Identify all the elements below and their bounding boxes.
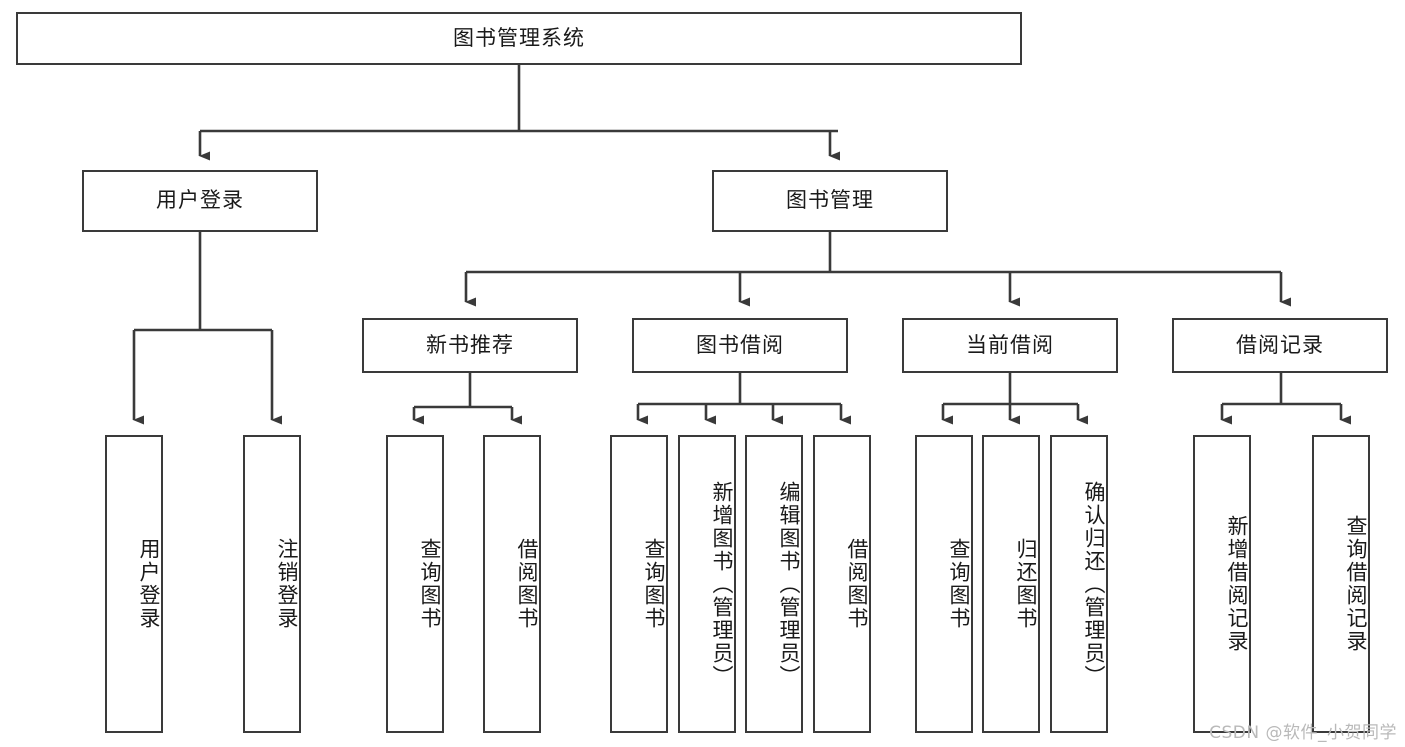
node-book-management[interactable]: 图书管理 xyxy=(712,170,948,232)
node-label: 查询图书 xyxy=(947,538,971,630)
node-label: 用户登录 xyxy=(137,538,161,630)
node-label: 借阅图书 xyxy=(515,538,539,630)
leaf-current-borrow-query-book[interactable]: 查询图书 xyxy=(915,435,973,733)
node-root-book-management-system[interactable]: 图书管理系统 xyxy=(16,12,1022,65)
node-label: 查询借阅记录 xyxy=(1344,515,1368,653)
node-new-book-recommend[interactable]: 新书推荐 xyxy=(362,318,578,373)
node-book-borrow[interactable]: 图书借阅 xyxy=(632,318,848,373)
csdn-watermark: CSDN @软件_小贺同学 xyxy=(1209,723,1397,743)
node-label: 用户登录 xyxy=(156,188,244,213)
node-label: 新增借阅记录 xyxy=(1225,515,1249,653)
node-label: 图书管理系统 xyxy=(453,25,585,50)
node-label: 查询图书 xyxy=(642,538,666,630)
node-current-borrow[interactable]: 当前借阅 xyxy=(902,318,1118,373)
node-label: 归还图书 xyxy=(1014,538,1038,630)
leaf-current-borrow-return-book[interactable]: 归还图书 xyxy=(982,435,1040,733)
node-label: 注销登录 xyxy=(275,538,299,630)
node-label: 新书推荐 xyxy=(426,332,514,357)
leaf-book-borrow-add-book-admin[interactable]: 新增图书（管理员） xyxy=(678,435,736,733)
leaf-user-login-login[interactable]: 用户登录 xyxy=(105,435,163,733)
node-label: 编辑图书（管理员） xyxy=(777,480,801,688)
leaf-user-login-logout[interactable]: 注销登录 xyxy=(243,435,301,733)
leaf-book-borrow-borrow-book[interactable]: 借阅图书 xyxy=(813,435,871,733)
node-label: 借阅图书 xyxy=(845,538,869,630)
node-borrow-record[interactable]: 借阅记录 xyxy=(1172,318,1388,373)
node-label: 当前借阅 xyxy=(966,332,1054,357)
leaf-book-borrow-edit-book-admin[interactable]: 编辑图书（管理员） xyxy=(745,435,803,733)
leaf-borrow-record-query-record[interactable]: 查询借阅记录 xyxy=(1312,435,1370,733)
node-label: 图书管理 xyxy=(786,188,874,213)
node-label: 确认归还（管理员） xyxy=(1082,480,1106,688)
node-label: 查询图书 xyxy=(418,538,442,630)
leaf-new-book-query-book[interactable]: 查询图书 xyxy=(386,435,444,733)
node-user-login[interactable]: 用户登录 xyxy=(82,170,318,232)
node-label: 借阅记录 xyxy=(1236,332,1324,357)
leaf-current-borrow-confirm-return-admin[interactable]: 确认归还（管理员） xyxy=(1050,435,1108,733)
leaf-borrow-record-add-record[interactable]: 新增借阅记录 xyxy=(1193,435,1251,733)
leaf-book-borrow-query-book[interactable]: 查询图书 xyxy=(610,435,668,733)
node-label: 图书借阅 xyxy=(696,332,784,357)
node-label: 新增图书（管理员） xyxy=(710,480,734,688)
leaf-new-book-borrow-book[interactable]: 借阅图书 xyxy=(483,435,541,733)
